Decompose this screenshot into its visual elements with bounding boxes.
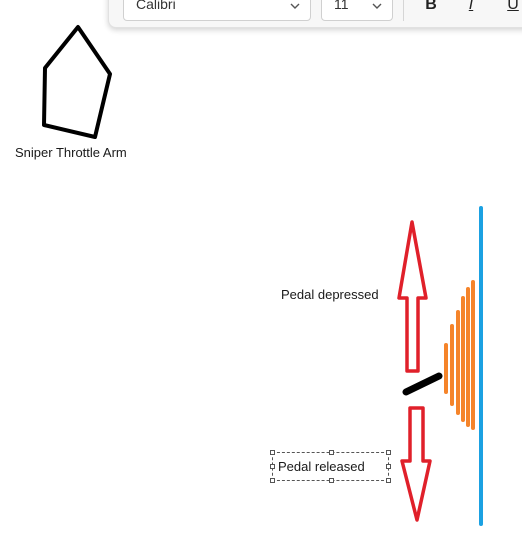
resize-handle-bottom-left[interactable] [270,478,275,483]
resize-handle-middle-right[interactable] [386,464,391,469]
resize-handle-top-middle[interactable] [329,450,334,455]
bold-button[interactable]: B [425,0,437,13]
pedal-released-label[interactable]: Pedal released [278,459,365,474]
throttle-arm-pentagon[interactable] [42,25,112,139]
resize-handle-bottom-middle[interactable] [329,478,334,483]
italic-button[interactable]: I [468,0,474,13]
font-family-value: Calibri [136,0,176,12]
throttle-arm-label[interactable]: Sniper Throttle Arm [15,145,127,160]
chevron-down-icon [372,3,382,9]
text-format-toolbar: Calibri 11 B I U [108,0,522,28]
selected-textbox[interactable]: Pedal released [270,450,391,483]
toolbar-divider [403,0,404,21]
resize-handle-top-left[interactable] [270,450,275,455]
resize-handle-top-right[interactable] [386,450,391,455]
arrow-up-shape[interactable] [397,220,428,373]
pedal-arm-line[interactable] [402,372,443,396]
underline-button[interactable]: U [507,0,519,13]
font-size-select[interactable]: 11 [321,0,393,21]
resize-handle-middle-left[interactable] [270,464,275,469]
font-size-value: 11 [334,0,349,12]
pedal-depressed-label[interactable]: Pedal depressed [281,287,379,302]
resize-handle-bottom-right[interactable] [386,478,391,483]
chevron-down-icon [290,3,300,9]
font-family-select[interactable]: Calibri [123,0,311,21]
arrow-down-shape[interactable] [400,406,432,522]
spring-lines[interactable] [444,280,475,430]
